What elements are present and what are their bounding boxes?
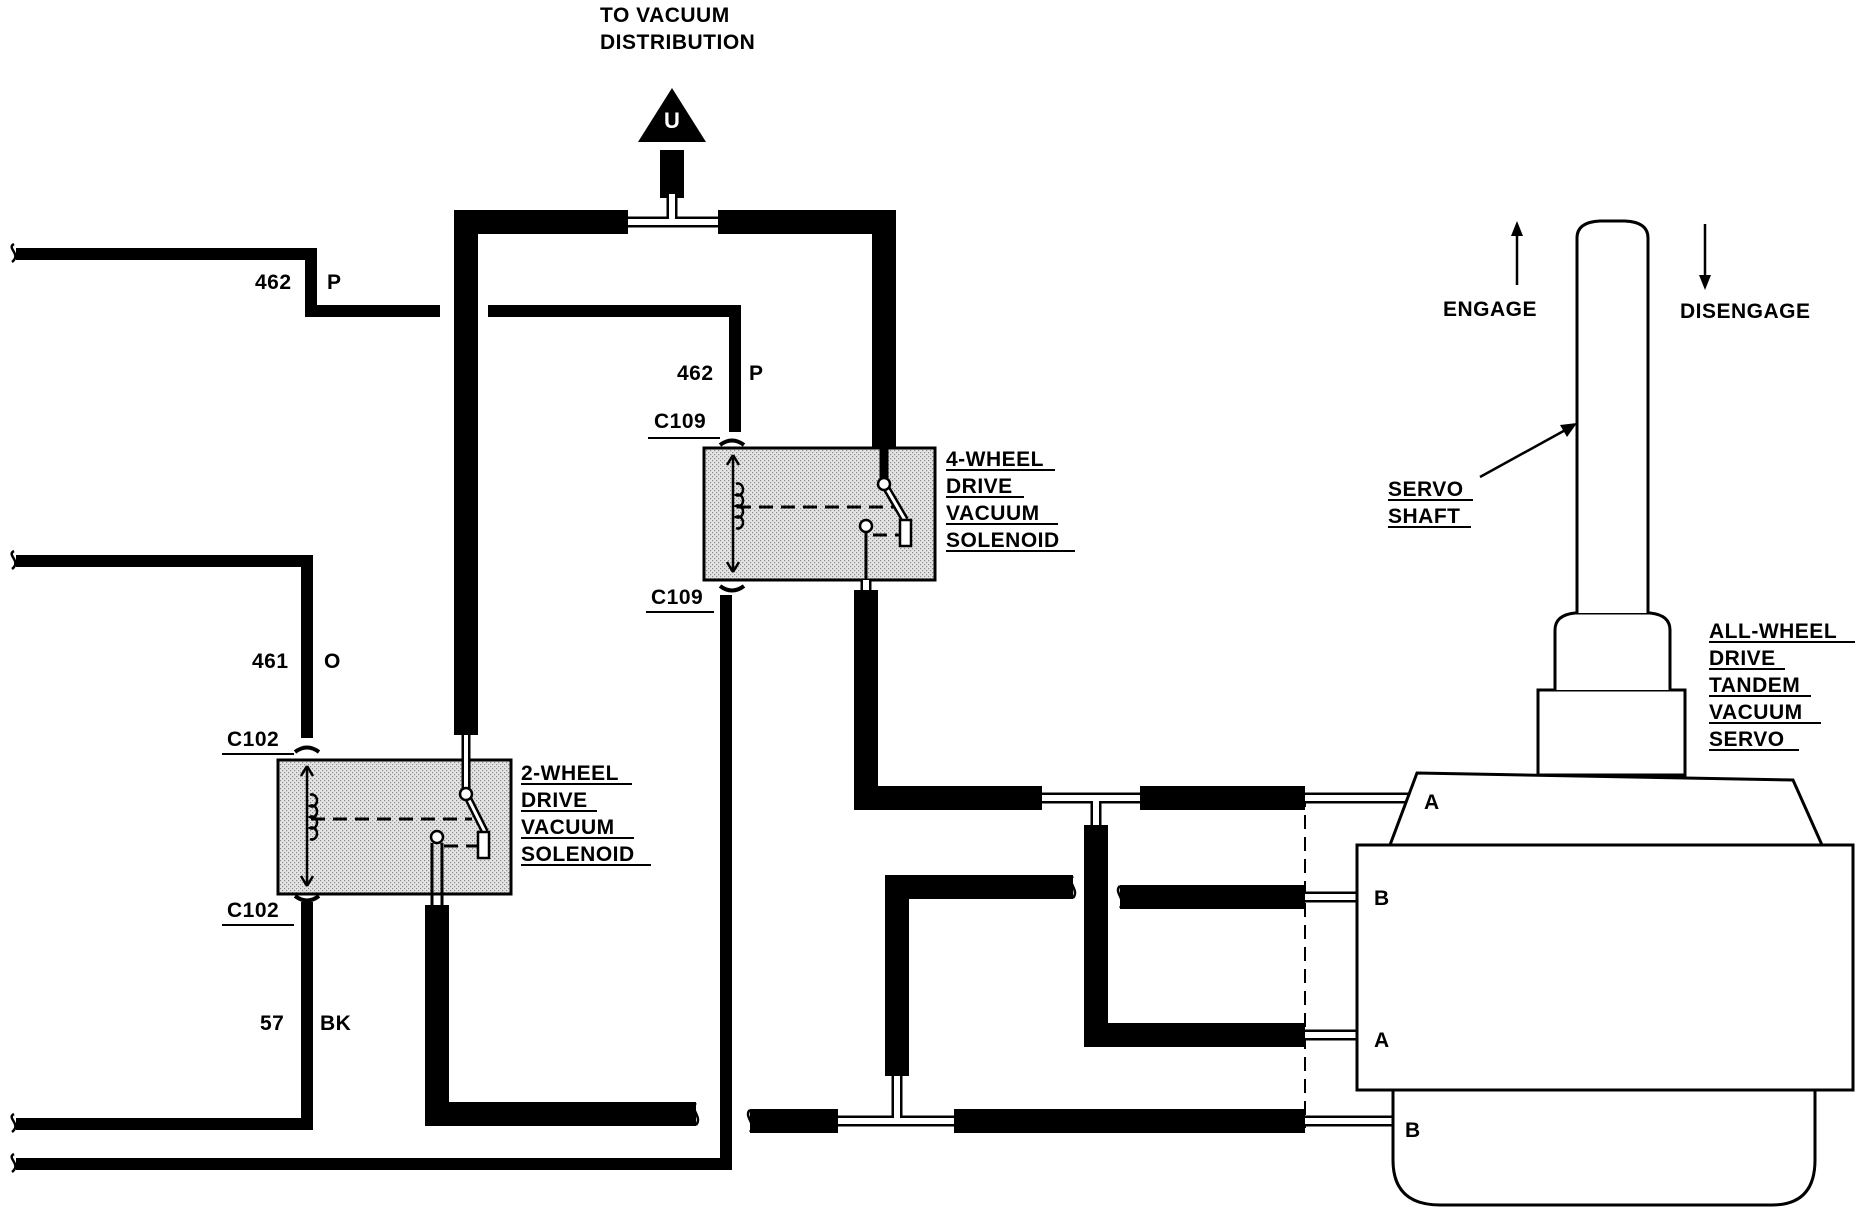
svg-text:DRIVE: DRIVE bbox=[1709, 647, 1776, 670]
solenoid-4wd-label: 4-WHEEL DRIVE VACUUM SOLENOID bbox=[946, 448, 1075, 552]
svg-text:2-WHEEL: 2-WHEEL bbox=[521, 762, 619, 785]
servo-port-tubes bbox=[1305, 792, 1410, 1127]
wire-462-color-right: P bbox=[749, 362, 764, 385]
svg-text:U: U bbox=[664, 108, 680, 133]
vacuum-distribution-label: TO VACUUM DISTRIBUTION bbox=[600, 4, 755, 54]
wire-57 bbox=[16, 902, 313, 1130]
wire-461-color: O bbox=[324, 650, 341, 673]
port-a-lower: A bbox=[1374, 1029, 1390, 1052]
svg-text:C109: C109 bbox=[654, 410, 706, 433]
supply-tee bbox=[627, 194, 719, 228]
svg-text:C109: C109 bbox=[651, 586, 703, 609]
wire-461 bbox=[16, 555, 313, 738]
tandem-vacuum-servo bbox=[1355, 219, 1855, 1207]
vacuum-source-hose bbox=[660, 150, 684, 198]
svg-text:DRIVE: DRIVE bbox=[521, 789, 588, 812]
engage-arrow bbox=[1511, 221, 1523, 285]
svg-text:SHAFT: SHAFT bbox=[1388, 505, 1461, 528]
servo-a-tee bbox=[1042, 792, 1140, 825]
svg-text:SERVO: SERVO bbox=[1388, 478, 1464, 501]
port-a-upper: A bbox=[1424, 791, 1440, 814]
solenoid-2wd-label: 2-WHEEL DRIVE VACUUM SOLENOID bbox=[521, 762, 651, 866]
svg-text:VACUUM: VACUUM bbox=[946, 502, 1040, 525]
solenoid-4wd bbox=[702, 446, 937, 582]
connector-c109-top: C109 bbox=[648, 410, 746, 447]
port-b-upper: B bbox=[1374, 887, 1390, 910]
wire-462-number: 462 bbox=[255, 271, 292, 294]
svg-text:DRIVE: DRIVE bbox=[946, 475, 1013, 498]
svg-text:C102: C102 bbox=[227, 899, 279, 922]
supply-hose-to-2wd-solenoid bbox=[454, 210, 628, 735]
supply-hose-to-4wd-solenoid bbox=[718, 210, 896, 460]
disengage-arrow bbox=[1699, 224, 1711, 290]
svg-text:VACUUM: VACUUM bbox=[521, 816, 615, 839]
svg-text:SOLENOID: SOLENOID bbox=[521, 843, 635, 866]
svg-text:SOLENOID: SOLENOID bbox=[946, 529, 1060, 552]
svg-text:ALL-WHEEL: ALL-WHEEL bbox=[1709, 620, 1837, 643]
vacuum-source-symbol: U bbox=[638, 88, 706, 142]
connector-c102-top: C102 bbox=[222, 728, 321, 755]
svg-text:C102: C102 bbox=[227, 728, 279, 751]
hose-2wd-solenoid-outlet bbox=[425, 905, 696, 1126]
hose-servo-a-lower bbox=[1084, 825, 1305, 1047]
wire-57-color: BK bbox=[320, 1012, 351, 1035]
servo-b-tee bbox=[838, 1076, 954, 1127]
wire-break-marks bbox=[10, 242, 17, 1173]
wire-462-number-right: 462 bbox=[677, 362, 714, 385]
disengage-label: DISENGAGE bbox=[1680, 300, 1811, 323]
svg-text:4-WHEEL: 4-WHEEL bbox=[946, 448, 1044, 471]
svg-text:SERVO: SERVO bbox=[1709, 728, 1785, 751]
wire-461-number: 461 bbox=[252, 650, 289, 673]
hose-4wd-solenoid-to-servo-a bbox=[854, 590, 1042, 810]
engage-label: ENGAGE bbox=[1443, 298, 1537, 321]
connector-c109-bottom: C109 bbox=[646, 584, 746, 613]
connector-c102-bottom: C102 bbox=[222, 894, 321, 926]
svg-text:TO VACUUM: TO VACUUM bbox=[600, 4, 730, 27]
svg-text:TANDEM: TANDEM bbox=[1709, 674, 1800, 697]
hose-servo-b-upper bbox=[885, 875, 1073, 1076]
servo-label: ALL-WHEEL DRIVE TANDEM VACUUM SERVO bbox=[1709, 620, 1855, 751]
servo-shaft-label: SERVO SHAFT bbox=[1388, 478, 1473, 528]
wire-462-left bbox=[16, 248, 440, 317]
solenoid-2wd bbox=[276, 735, 513, 905]
wire-57-number: 57 bbox=[260, 1012, 284, 1035]
wire-462-color: P bbox=[327, 271, 342, 294]
wire-ground-4wd bbox=[16, 595, 732, 1170]
port-b-lower: B bbox=[1405, 1119, 1421, 1142]
hose-break-marks bbox=[692, 875, 1124, 1133]
servo-shaft-pointer bbox=[1479, 423, 1577, 479]
svg-text:DISTRIBUTION: DISTRIBUTION bbox=[600, 31, 755, 54]
wire-462-right bbox=[488, 305, 741, 432]
svg-text:VACUUM: VACUUM bbox=[1709, 701, 1803, 724]
